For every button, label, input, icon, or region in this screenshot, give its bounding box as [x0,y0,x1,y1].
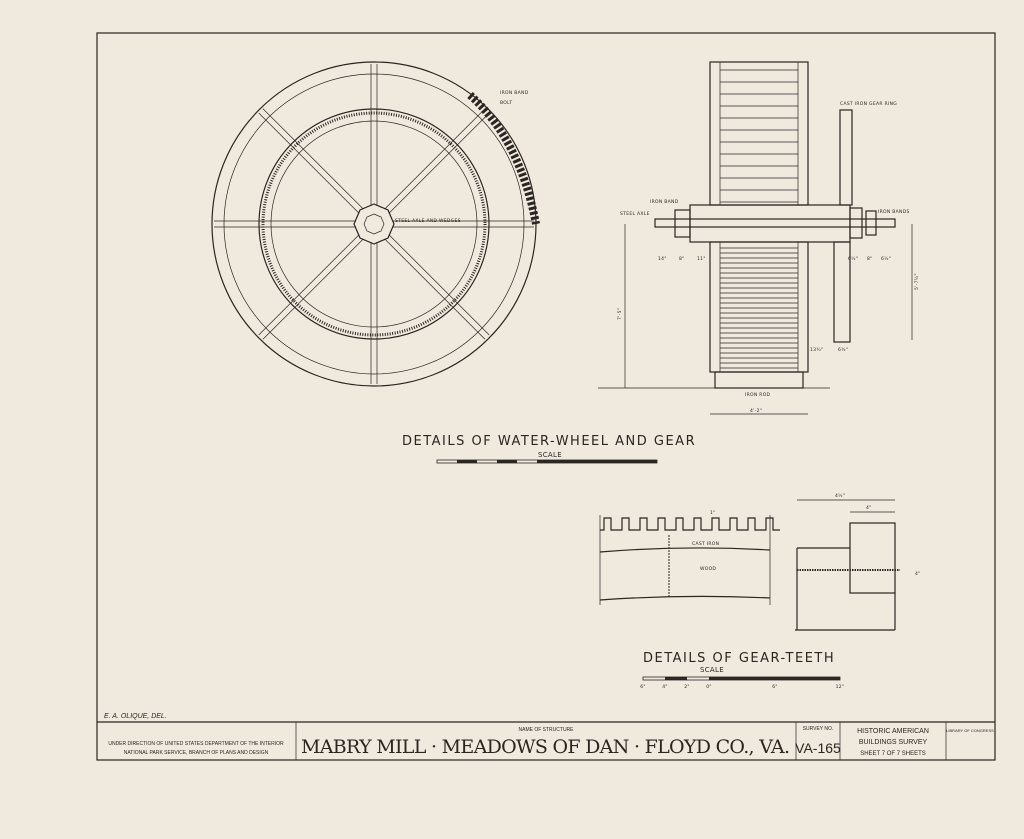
waterwheel-title: DETAILS OF WATER-WHEEL AND GEAR [402,434,696,449]
dim-tooth: 1" [710,510,716,516]
survey-number: VA-165 [795,740,841,756]
spoke [388,112,490,214]
dim-gear: 5'-7½" [913,273,920,290]
dim-block-height: 4" [915,571,921,577]
scale-tick-label: 4" [662,684,668,690]
dim-block: 4" [866,505,872,511]
label-steel-axle: STEEL AXLE AND WEDGES [395,218,461,224]
label-bolt: BOLT [500,100,512,106]
dim-right-2: 8" [867,256,873,262]
scale-tick-label: 0" [706,684,712,690]
org-line-2: BUILDINGS SURVEY [859,739,928,746]
scale-tick-label: 6" [640,684,646,690]
survey-label: SURVEY NO. [803,726,834,732]
dim-height: 7'-5" [617,308,623,320]
library-label: LIBRARY OF CONGRESS [946,728,994,733]
spoke [258,234,360,336]
water-wheel-side-view: CAST IRON GEAR RING IRON BAND STEEL AXLE… [598,61,920,415]
waterwheel-scale-bar [436,459,658,464]
gear-teeth-detail: CAST IRON WOOD 1" 4½" 4" 4" [599,492,921,631]
dim-bottom-1: 13¾" [810,347,823,353]
spoke [262,108,364,210]
spoke [258,112,360,214]
scale-tick-label: 2" [684,684,690,690]
dim-left-1: 14" [658,256,667,262]
delineator: E. A. OLIQUE, DEL. [104,713,167,720]
dim-left-3: 11" [697,256,706,262]
agency-line-2: NATIONAL PARK SERVICE, BRANCH OF PLANS A… [124,750,269,756]
label-iron-rod: IRON ROD [745,392,771,398]
spoke [262,238,364,340]
org-line-1: HISTORIC AMERICAN [857,728,929,735]
gearteeth-title: DETAILS OF GEAR-TEETH [643,651,835,666]
gearteeth-scale-label: SCALE [700,666,724,674]
label-steel-axle-side: STEEL AXLE [620,211,650,217]
title-block: E. A. OLIQUE, DEL. UNDER DIRECTION OF UN… [97,713,995,760]
dim-left-2: 8" [679,256,685,262]
scale-tick-label: 12" [836,684,845,690]
name-label: NAME OF STRUCTURE [519,727,575,733]
label-wood: WOOD [700,566,716,572]
spoke [388,234,490,336]
hub [353,203,395,245]
sheet-number: SHEET 7 OF 7 SHEETS [860,751,926,757]
sheet-border [96,32,996,761]
gearteeth-scale-bar [642,676,841,681]
dim-right-1: 6½" [848,255,858,262]
spoke [384,238,486,340]
waterwheel-scale-label: SCALE [538,451,562,459]
label-cast-iron: CAST IRON [692,541,719,547]
dim-right-3: 6½" [881,255,891,262]
dim-bottom-2: 6¾" [838,347,848,353]
spoke [384,108,486,210]
label-iron-band-side: IRON BAND [650,199,679,205]
dim-overall: 4½" [835,492,845,499]
water-wheel-front-view: IRON BAND BOLT STEEL AXLE AND WEDGES [211,61,540,387]
structure-name: MABRY MILL · MEADOWS OF DAN · FLOYD CO.,… [301,736,791,758]
label-iron-bands: IRON BANDS [878,209,910,215]
scale-tick-label: 6" [772,684,778,690]
label-gear-ring: CAST IRON GEAR RING [840,101,897,107]
dim-width: 4'-2" [750,408,762,414]
agency-line-1: UNDER DIRECTION OF UNITED STATES DEPARTM… [108,741,284,747]
label-iron-band: IRON BAND [500,90,529,96]
